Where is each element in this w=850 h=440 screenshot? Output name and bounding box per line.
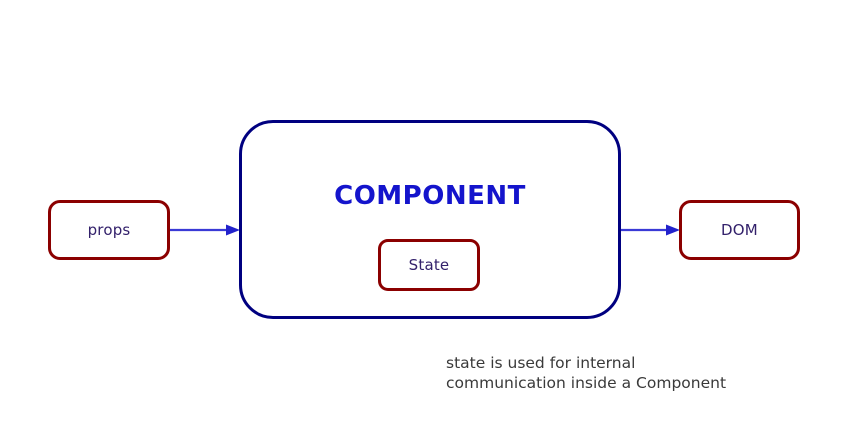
node-state-label: State: [408, 255, 450, 274]
node-component-label: COMPONENT: [334, 181, 526, 211]
node-props-label: props: [87, 220, 131, 239]
node-component[interactable]: [239, 120, 621, 319]
node-props[interactable]: props: [48, 200, 170, 260]
node-dom-label: DOM: [721, 220, 758, 239]
node-state[interactable]: State: [378, 239, 480, 291]
arrow-props-to-component: [170, 223, 240, 237]
arrow-props-to-component-glyph: [170, 224, 240, 236]
diagram-caption: state is used for internal communication…: [446, 354, 727, 392]
arrow-component-to-dom: [621, 223, 680, 237]
node-dom[interactable]: DOM: [679, 200, 800, 260]
arrow-component-to-dom-glyph: [621, 224, 680, 236]
